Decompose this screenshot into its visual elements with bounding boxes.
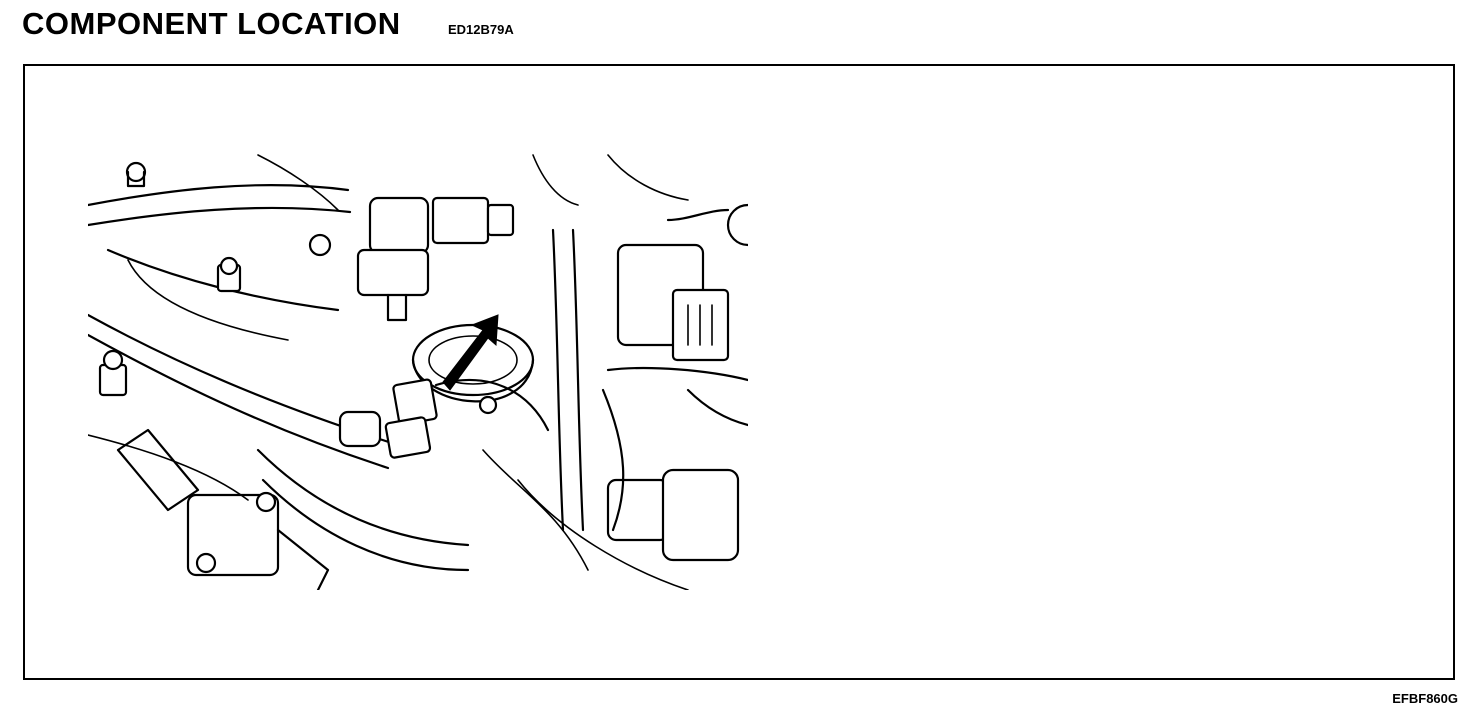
- engine-component-illustration: [88, 154, 748, 590]
- wiring-harness-lower: [88, 333, 390, 470]
- bolt-mid: [216, 256, 242, 293]
- arrow-pointer-icon: [442, 314, 499, 391]
- figure-frame: [23, 64, 1455, 680]
- page-title: COMPONENT LOCATION: [22, 6, 401, 41]
- bolt-left: [98, 349, 128, 397]
- upper-hose: [88, 184, 350, 207]
- right-harness: [551, 228, 565, 532]
- figure-code: EFBF860G: [1392, 691, 1458, 706]
- lower-left-bracket: [116, 428, 330, 590]
- lower-right-coupler: [606, 468, 740, 562]
- document-code: ED12B79A: [448, 22, 514, 37]
- upper-hose-lower-edge: [88, 206, 352, 227]
- manifold-edge: [127, 259, 289, 341]
- solenoid-valve: [308, 196, 515, 322]
- bolt-upper-left: [125, 161, 147, 188]
- wiring-harness-bottom: [256, 448, 470, 547]
- right-coupler: [616, 208, 730, 362]
